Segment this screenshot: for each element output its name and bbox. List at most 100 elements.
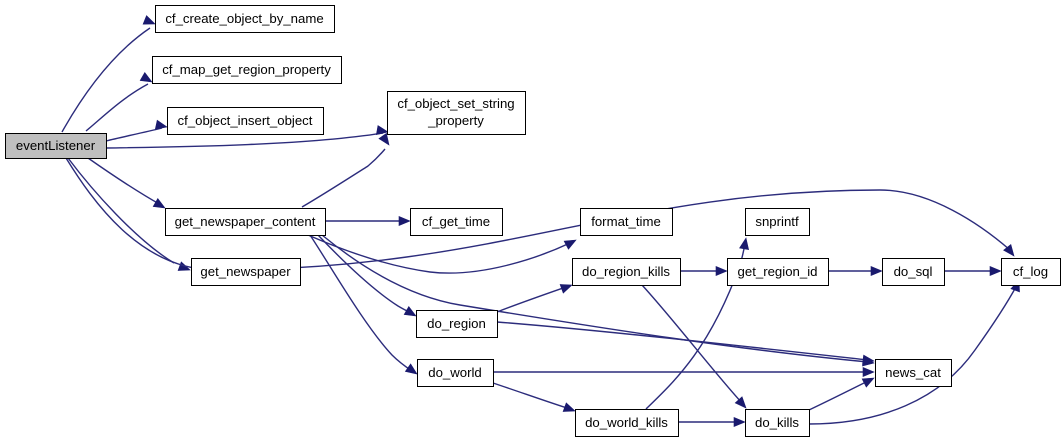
arrowhead-icon (152, 197, 166, 209)
node-box[interactable] (580, 208, 673, 236)
node-label: format_time (591, 214, 661, 229)
node-box[interactable] (882, 258, 945, 286)
arrowhead-icon (154, 119, 168, 130)
arrowhead-icon (559, 284, 573, 294)
arrowhead-icon (715, 265, 728, 277)
arrowhead-icon (398, 215, 411, 227)
node-box[interactable] (727, 258, 829, 286)
node-label: eventListener (16, 138, 96, 153)
nodes-layer: eventListener cf_create_object_by_name cf_… (5, 5, 1061, 437)
call-edge-do_sql-to-cf_log (944, 265, 1002, 277)
node-cf_object_insert_object[interactable]: cf_object_insert_object (167, 107, 324, 135)
call-edge-eventListener-to-cf_create_object_by_name (61, 15, 156, 133)
node-cf_object_set_string_property[interactable]: cf_object_set_string _property (387, 91, 526, 135)
call-edge-do_region_kills-to-get_region_id (680, 265, 728, 277)
arrowhead-icon (563, 239, 577, 250)
node-box[interactable] (191, 258, 301, 286)
call-edge-get_newspaper_content-to-do_world (309, 234, 418, 375)
arrowhead-icon (139, 71, 153, 83)
node-do_world_kills[interactable]: do_world_kills (575, 409, 679, 437)
node-box[interactable] (155, 5, 335, 33)
node-get_newspaper_content[interactable]: get_newspaper_content (165, 208, 326, 236)
node-label: do_sql (894, 264, 933, 279)
node-do_region[interactable]: do_region (416, 310, 498, 338)
arrowhead-icon (862, 354, 875, 365)
arrowhead-icon (870, 265, 883, 277)
node-box[interactable] (5, 133, 107, 159)
node-box[interactable] (1001, 258, 1061, 286)
call-edge-eventListener-to-cf_object_insert_object (105, 119, 168, 142)
node-box[interactable] (745, 409, 810, 437)
node-label: do_kills (755, 415, 799, 430)
node-label: cf_object_set_string (397, 96, 514, 111)
call-edge-eventListener-to-get_newspaper_content (87, 157, 166, 209)
call-edge-get_newspaper_content-to-cf_object_set_string_property (301, 132, 390, 208)
node-label: get_region_id (738, 264, 818, 279)
arrowhead-icon (734, 396, 747, 409)
node-cf_log[interactable]: cf_log (1001, 258, 1061, 286)
call-edge-do_region-to-news_cat (496, 321, 875, 365)
node-cf_create_object_by_name[interactable]: cf_create_object_by_name (155, 5, 335, 33)
node-label: news_cat (885, 365, 941, 380)
node-label: cf_get_time (422, 214, 490, 229)
call-edge-get_newspaper_content-to-format_time (307, 234, 577, 274)
node-label: cf_create_object_by_name (165, 11, 323, 26)
call-edge-eventListener-to-cf_log (65, 157, 1015, 271)
node-snprintf[interactable]: snprintf (745, 208, 810, 236)
node-do_sql[interactable]: do_sql (882, 258, 945, 286)
call-edge-get_newspaper_content-to-cf_get_time (325, 215, 411, 227)
node-label: cf_map_get_region_property (162, 62, 331, 77)
call-edge-get_region_id-to-do_sql (828, 265, 883, 277)
call-edge-get_newspaper_content-to-do_region (317, 234, 417, 317)
node-label: get_newspaper_content (175, 214, 316, 229)
call-edge-do_world-to-news_cat (493, 366, 875, 378)
node-get_region_id[interactable]: get_region_id (727, 258, 829, 286)
node-do_region_kills[interactable]: do_region_kills (572, 258, 681, 286)
node-box[interactable] (572, 258, 681, 286)
node-cf_get_time[interactable]: cf_get_time (410, 208, 503, 236)
node-box[interactable] (387, 91, 526, 135)
call-edge-eventListener-to-cf_map_get_region_property (85, 71, 153, 132)
node-label: get_newspaper (200, 264, 291, 279)
arrowhead-icon (142, 15, 156, 25)
node-box[interactable] (745, 208, 810, 236)
node-do_kills[interactable]: do_kills (745, 409, 810, 437)
arrowhead-icon (404, 363, 418, 375)
node-news_cat[interactable]: news_cat (875, 359, 952, 387)
node-do_world[interactable]: do_world (417, 359, 494, 387)
arrowhead-icon (562, 402, 576, 412)
node-label: do_region_kills (582, 264, 670, 279)
node-label: _property (427, 113, 484, 128)
call-edge-do_world-to-do_world_kills (492, 382, 576, 412)
node-box[interactable] (410, 208, 503, 236)
node-box[interactable] (152, 56, 342, 84)
call-edge-do_region-to-do_region_kills (496, 284, 573, 313)
edges-layer (61, 15, 1020, 428)
node-get_newspaper[interactable]: get_newspaper (191, 258, 301, 286)
arrowhead-icon (1003, 243, 1015, 257)
arrowhead-icon (375, 125, 389, 136)
call-edge-do_world_kills-to-do_kills (678, 416, 746, 428)
call-edge-eventListener-to-cf_object_set_string_property (105, 125, 389, 149)
node-box[interactable] (575, 409, 679, 437)
arrowhead-icon (861, 377, 875, 388)
call-edge-get_newspaper_content-to-news_cat (321, 234, 875, 367)
arrowhead-icon (177, 261, 191, 271)
call-edge-do_world_kills-to-snprintf (645, 237, 750, 410)
node-eventListener[interactable]: eventListener (5, 133, 107, 159)
node-box[interactable] (417, 359, 494, 387)
arrowhead-icon (739, 237, 750, 251)
node-label: do_world (428, 365, 482, 380)
node-box[interactable] (416, 310, 498, 338)
call-edge-do_region_kills-to-do_kills (641, 284, 747, 409)
node-cf_map_get_region_property[interactable]: cf_map_get_region_property (152, 56, 342, 84)
node-label: do_region (427, 316, 486, 331)
node-box[interactable] (875, 359, 952, 387)
node-box[interactable] (167, 107, 324, 135)
node-format_time[interactable]: format_time (580, 208, 673, 236)
arrowhead-icon (989, 265, 1002, 277)
arrowhead-icon (403, 305, 417, 317)
node-box[interactable] (165, 208, 326, 236)
